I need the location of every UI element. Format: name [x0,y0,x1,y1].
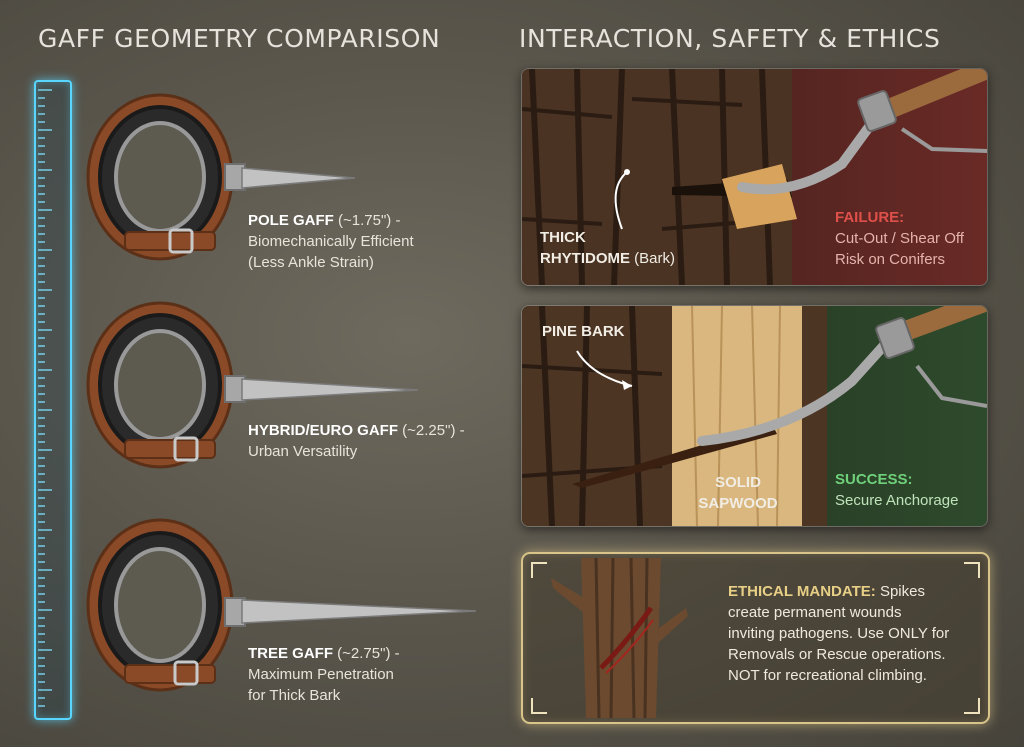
gaff-desc: Maximum Penetration [248,666,394,683]
gaff-desc: Biomechanically Efficient [248,233,414,250]
spike [241,167,356,189]
failure-scene [522,69,987,285]
ethics-line: NOT for recreational climbing. [728,667,927,684]
ethics-line: inviting pathogens. Use ONLY for [728,625,950,642]
ethics-title: ETHICAL MANDATE: [728,583,876,600]
right-heading: INTERACTION, SAFETY & ETHICS [519,24,941,53]
climbing-strap [86,93,234,261]
pine-bark-label: PINE BARK [542,321,625,342]
pole-gaff-illustration [86,93,356,261]
hybrid-gaff-label: HYBRID/EURO GAFF (~2.25") - Urban Versat… [248,420,465,462]
ethics-line: Removals or Rescue operations. [728,646,946,663]
pine-bark-text: PINE BARK [542,323,625,340]
success-status: SUCCESS: Secure Anchorage [835,469,958,511]
success-detail: Secure Anchorage [835,492,959,509]
spike [241,599,477,624]
ethics-line: create permanent wounds [728,604,902,621]
spike [241,378,419,401]
failure-status: FAILURE: Cut-Out / Shear Off Risk on Con… [835,207,964,270]
gaff-blade [697,326,902,446]
climbing-strap [86,301,234,469]
hybrid-gaff-illustration [86,301,419,469]
gaff-length: (~2.25") - [402,422,465,439]
success-panel: PINE BARK SOLID SAPWOOD SUCCESS: Secure … [521,305,988,527]
gaff-desc: Urban Versatility [248,443,358,460]
sapwood-line1: SOLID [715,474,761,491]
measurement-ruler [34,80,72,720]
sapwood-line2: SAPWOOD [698,495,778,512]
gaff-desc: for Thick Bark [248,687,341,704]
success-title: SUCCESS: [835,471,913,488]
tree-wound [599,606,654,670]
tree-gaff-label: TREE GAFF (~2.75") - Maximum Penetration… [248,643,400,706]
gaff-name: POLE GAFF [248,212,334,229]
pole-gaff-label: POLE GAFF (~1.75") - Biomechanically Eff… [248,210,414,273]
success-scene [522,306,987,526]
climbing-strap [86,518,234,692]
failure-panel: THICK RHYTIDOME (Bark) FAILURE: Cut-Out … [521,68,988,286]
wounded-tree-illustration [551,558,688,718]
tree-gaff-illustration [86,518,477,692]
bark-label: THICK RHYTIDOME (Bark) [540,227,675,269]
gaff-name: TREE GAFF [248,645,333,662]
gaff-name: HYBRID/EURO GAFF [248,422,398,439]
gaff-blade [737,104,887,195]
ruler-ticks [38,89,52,707]
gaff-desc: (Less Ankle Strain) [248,254,374,271]
pointer-arrow [614,171,628,230]
climber-spur-shank [867,69,987,124]
ethics-text: ETHICAL MANDATE: Spikes create permanent… [728,581,949,686]
bark-label-plain: (Bark) [634,250,676,267]
failure-title: FAILURE: [835,209,905,226]
failure-detail: Risk on Conifers [835,251,946,268]
sheared-bark [722,164,797,229]
left-heading: GAFF GEOMETRY COMPARISON [38,24,441,53]
gaff-length: (~2.75") - [337,645,400,662]
sapwood-label: SOLID SAPWOOD [698,472,778,514]
bark-label-line2: RHYTIDOME [540,250,630,267]
bark-label-line1: THICK [540,229,586,246]
ethics-line: Spikes [879,583,925,600]
ethics-panel: ETHICAL MANDATE: Spikes create permanent… [521,552,990,724]
gaff-length: (~1.75") - [338,212,401,229]
failure-detail: Cut-Out / Shear Off [835,230,964,247]
